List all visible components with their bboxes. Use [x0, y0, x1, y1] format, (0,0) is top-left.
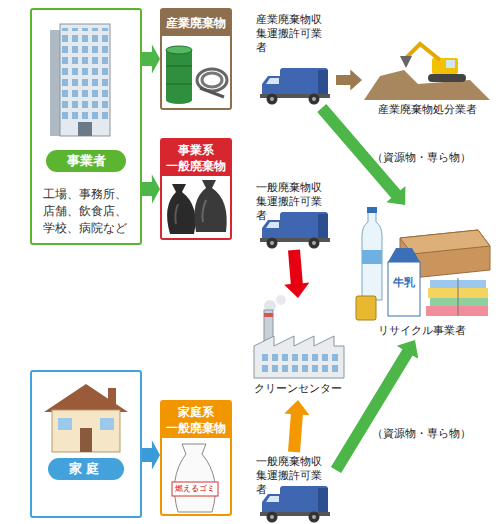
factory: [254, 295, 344, 378]
building-windows: [62, 28, 108, 120]
factory-windows: [258, 352, 340, 374]
flow-arrow: [142, 44, 160, 73]
garbage-bag: [167, 184, 195, 234]
newspaper: [426, 306, 488, 316]
house-roof: [44, 384, 128, 412]
bag-tag: [172, 482, 218, 496]
collector: 一般廃棄物収集運搬許可業者: [252, 452, 336, 522]
recyclables: [356, 207, 490, 320]
drum-band: [166, 83, 192, 85]
chimney-band: [264, 313, 273, 317]
smoke: [276, 295, 286, 305]
waste-box: 家庭系 一般廃棄物: [160, 400, 232, 516]
flow-arrow: [331, 340, 418, 473]
drum-body: [166, 50, 192, 100]
collector-name: 一般廃棄物収集運搬許可業者: [256, 180, 332, 222]
source-examples: 工場、事務所、店舗、飲食店、学校、病院など: [43, 186, 131, 237]
factory-building: [254, 336, 344, 378]
waste-box: 産業廃棄物: [160, 8, 232, 110]
collector-name: 一般廃棄物収集運搬許可業者: [256, 454, 332, 496]
truck: [260, 212, 330, 249]
newspaper: [430, 298, 488, 306]
drum-bottom: [166, 96, 192, 104]
building-front: [60, 24, 110, 136]
flow-arrow: [284, 250, 309, 299]
excavator-bucket: [400, 56, 412, 68]
collector: 産業廃棄物収集運搬許可業者: [252, 10, 336, 108]
facility-name: クリーンセンター: [246, 381, 350, 395]
waste-header: 家庭系 一般廃棄物: [162, 402, 230, 438]
can: [356, 296, 376, 320]
disposal-name: 産業廃棄物処分業者: [362, 102, 492, 116]
pet-bottle: [362, 212, 382, 300]
white-bag: [172, 444, 218, 512]
recycler: リサイクル事業者: [352, 205, 492, 340]
garbage-bag: [194, 180, 226, 232]
office-building: [50, 24, 110, 136]
cardboard-top: [400, 230, 490, 254]
landfill-excavator: [364, 44, 490, 100]
hose-end: [200, 88, 224, 97]
source-tag: 事業者: [46, 150, 126, 172]
waste-box: 事業系 一般廃棄物: [160, 138, 232, 240]
edge-label: （資源物・専ら物）: [372, 426, 471, 440]
flow-arrow: [284, 400, 309, 453]
edge-label: （資源物・専ら物）: [372, 150, 471, 164]
collector: 一般廃棄物収集運搬許可業者: [252, 178, 336, 250]
house: [44, 384, 128, 452]
bottle-label: [362, 250, 382, 264]
excavator-track: [428, 74, 466, 82]
drum-and-hose: [166, 46, 227, 104]
building-door: [78, 122, 92, 136]
landfill-ground: [364, 70, 490, 100]
house-wall: [52, 410, 120, 452]
flow-arrow: [142, 174, 160, 203]
waste-header: 産業廃棄物: [162, 10, 230, 36]
truck: [260, 486, 330, 523]
recycler-name: リサイクル事業者: [352, 323, 492, 338]
clean-center: クリーンセンター: [246, 298, 350, 400]
house-window: [58, 418, 72, 430]
bottle-cap: [367, 207, 377, 213]
bag-tag-text: 燃えるゴミ: [173, 483, 217, 495]
hose-coil: [202, 73, 222, 87]
disposal-site: 産業廃棄物処分業者: [362, 38, 492, 118]
garbage-bag: [174, 444, 215, 512]
waste-header: 事業系 一般廃棄物: [162, 140, 230, 176]
excavator-body: [432, 58, 458, 74]
source-panel: 家庭: [30, 370, 142, 518]
source-panel: 事業者工場、事務所、店舗、飲食店、学校、病院など: [30, 8, 142, 245]
house-door: [80, 428, 92, 452]
bag-highlight: [175, 204, 178, 224]
bag-highlight: [202, 200, 206, 222]
string: [458, 278, 459, 316]
building-side: [50, 30, 60, 136]
flow-arrow: [142, 440, 160, 469]
collector-name: 産業廃棄物収集運搬許可業者: [256, 12, 332, 54]
source-tag: 家庭: [48, 458, 124, 480]
black-bags: [167, 180, 227, 234]
milk-carton: [388, 262, 420, 316]
flow-arrow: [336, 70, 362, 91]
drum-band: [166, 65, 192, 67]
carton-label: 牛乳: [389, 276, 419, 290]
drum-top: [166, 46, 192, 54]
excavator-window: [446, 60, 455, 68]
carton-top: [388, 248, 420, 262]
truck: [260, 68, 330, 105]
house-window: [100, 418, 114, 430]
